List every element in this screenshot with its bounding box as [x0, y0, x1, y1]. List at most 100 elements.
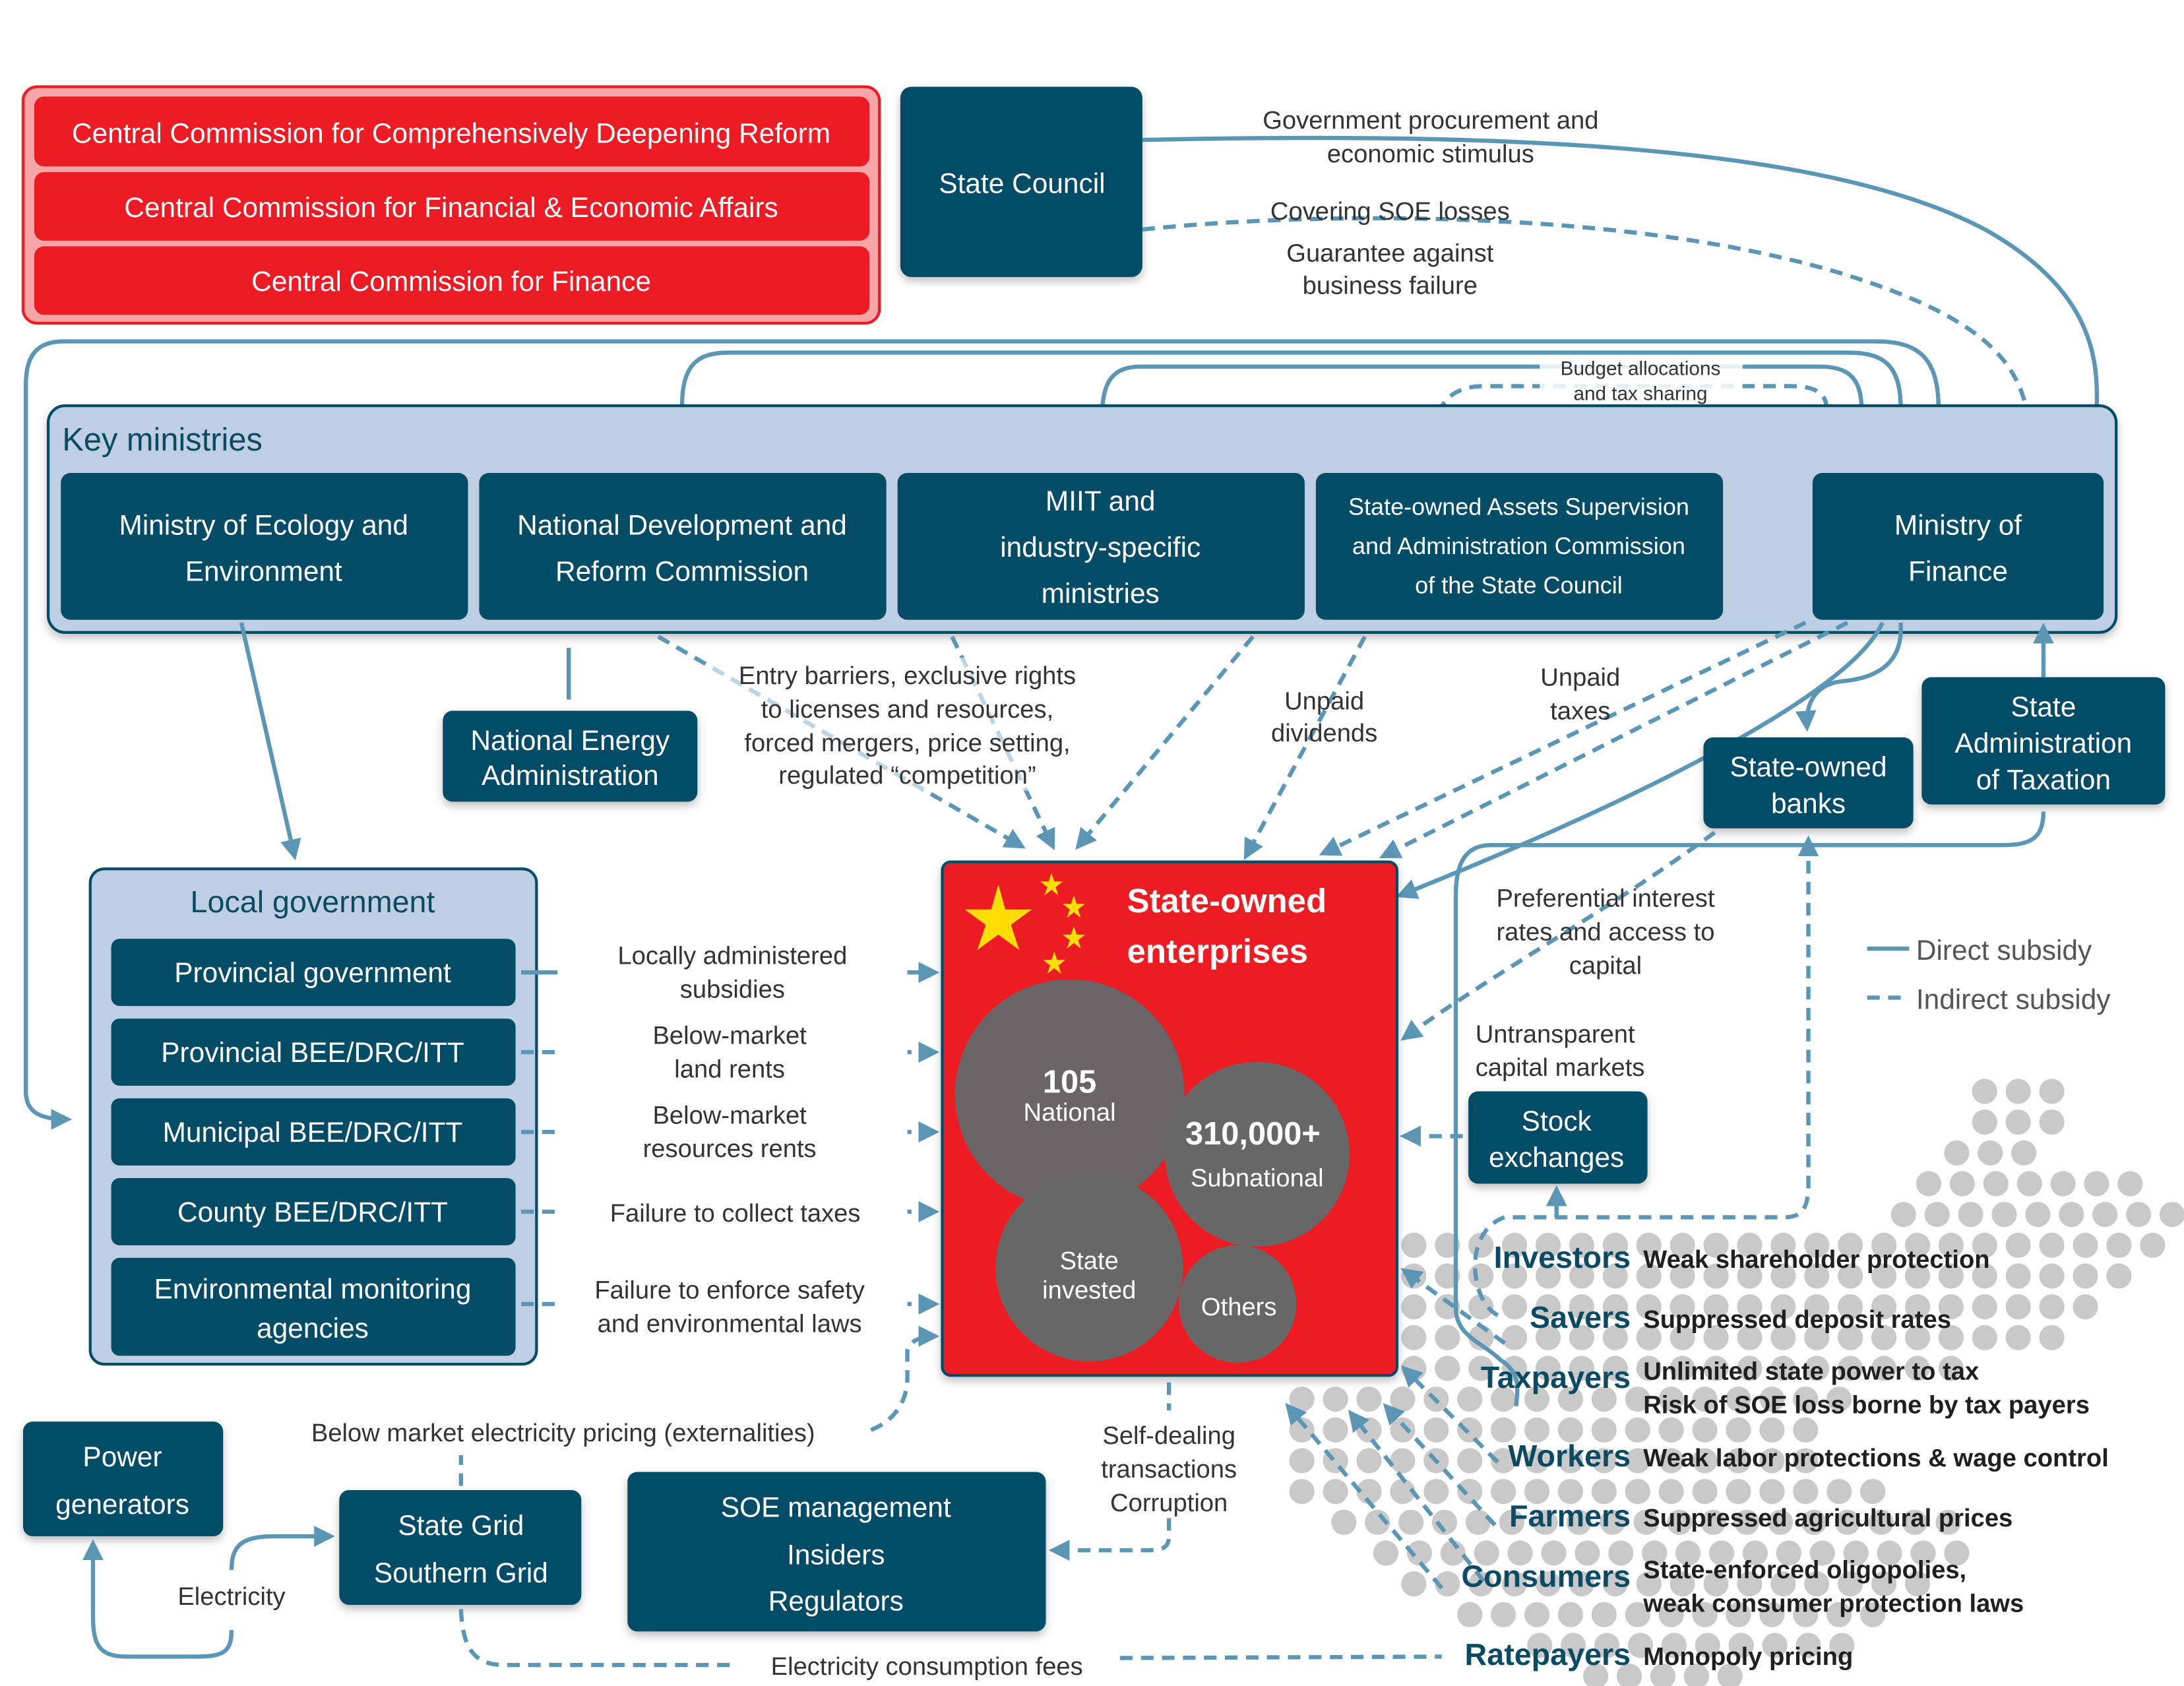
legend-indirect-label: Indirect subsidy	[1916, 984, 2111, 1015]
state-council-box[interactable]: State Council	[900, 86, 1142, 277]
map-dot	[1726, 1602, 1751, 1627]
mof-taxes-arrow-1	[1319, 621, 1807, 856]
map-dot	[2140, 1232, 2166, 1258]
map-dot	[1602, 1294, 1628, 1320]
map-dot	[2106, 1232, 2132, 1258]
map-dot	[1468, 1294, 1494, 1320]
stock-exchanges-box[interactable]: Stock exchanges	[1468, 1091, 1648, 1184]
map-dot	[1692, 1479, 1718, 1505]
map-dot	[1770, 1294, 1796, 1320]
map-dot	[1793, 1417, 1819, 1443]
map-dot	[1658, 1387, 1684, 1412]
ministry-ndrc[interactable]: National Development and Reform Commissi…	[479, 472, 887, 620]
bubble-others[interactable]: Others	[1179, 1245, 1297, 1363]
map-dot	[1978, 1140, 2003, 1166]
map-dot	[1770, 1232, 1796, 1258]
flow-label-background	[557, 1270, 908, 1341]
map-dot	[1390, 1448, 1416, 1474]
bubble-value: 105	[1043, 1065, 1096, 1100]
stakeholder-description: Risk of SOE loss borne by tax payers	[1643, 1390, 2090, 1419]
stakeholder-description: weak consumer protection laws	[1642, 1590, 2024, 1618]
map-dot	[1289, 1387, 1315, 1412]
bubble-label: Subnational	[1191, 1164, 1324, 1193]
soe-title: State-owned	[1127, 882, 1327, 920]
bubble-label: National	[1024, 1098, 1116, 1127]
map-dot	[1793, 1387, 1819, 1412]
map-dot	[1594, 1633, 1620, 1658]
local-government-item[interactable]: Provincial government	[111, 939, 516, 1007]
local-flow-label: Failure to enforce safety	[594, 1276, 865, 1304]
ministry-miit[interactable]: MIIT and industry-specific ministries	[897, 472, 1305, 620]
map-dot	[1401, 1571, 1427, 1597]
state-administration-taxation-box[interactable]: State Administration of Taxation	[1921, 677, 2166, 805]
map-dot	[1323, 1479, 1348, 1505]
local-flow-label: and environmental laws	[598, 1309, 862, 1338]
soe-management-box[interactable]: SOE management Insiders Regulators	[627, 1472, 1046, 1632]
local-government-item[interactable]: Provincial BEE/DRC/ITT	[111, 1018, 516, 1086]
commission-item[interactable]: Central Commission for Financial & Econo…	[34, 172, 870, 241]
ministry-label: industry-specific	[1000, 532, 1201, 563]
bubble-national[interactable]: 105 National	[954, 979, 1185, 1209]
map-dot	[1838, 1356, 1863, 1381]
map-dot	[1535, 1325, 1561, 1350]
taxation-label: of Taxation	[1976, 764, 2111, 795]
map-dot	[2005, 1263, 2031, 1289]
map-dot	[1625, 1448, 1650, 1474]
map-dot	[1871, 1263, 1897, 1289]
map-dot	[1804, 1294, 1830, 1320]
bubble-state-invested[interactable]: State invested	[995, 1173, 1183, 1361]
map-dot	[1972, 1078, 1997, 1104]
bubble-subnational[interactable]: 310,000+ Subnational	[1164, 1061, 1350, 1247]
local-flow-label: Failure to collect taxes	[610, 1199, 861, 1228]
map-dot	[1365, 1509, 1390, 1535]
power-generators-label: Power	[82, 1441, 162, 1472]
map-dot	[1826, 1602, 1852, 1627]
map-dot	[1602, 1356, 1628, 1381]
consumption-fees-line	[458, 1609, 735, 1668]
map-dot	[1457, 1602, 1483, 1627]
map-dot	[1658, 1417, 1684, 1443]
ministry-ecology-environment[interactable]: Ministry of Ecology and Environment	[61, 472, 468, 620]
local-flow-label: Below-market	[652, 1021, 807, 1049]
national-energy-administration-box[interactable]: National Energy Administration	[443, 710, 698, 802]
commission-group: Central Commission for Comprehensively D…	[21, 85, 881, 325]
map-dot	[1826, 1387, 1852, 1412]
procurement-label-2: economic stimulus	[1327, 140, 1534, 168]
ministry-label: Ministry of Ecology and	[119, 509, 408, 540]
power-generators-box[interactable]: Power generators	[22, 1421, 224, 1537]
local-government-item-label: Environmental monitoring	[154, 1273, 472, 1304]
stakeholder-description: Weak shareholder protection	[1643, 1245, 1989, 1274]
untransparent-label: capital markets	[1476, 1053, 1645, 1082]
map-dot	[1683, 1664, 1709, 1686]
state-owned-banks-box[interactable]: State-owned banks	[1703, 737, 1914, 828]
electricity-to-grid-line	[229, 1526, 335, 1570]
map-dot	[1860, 1479, 1886, 1505]
local-flow-label: Below-market	[652, 1101, 807, 1129]
map-dot	[1524, 1602, 1550, 1627]
state-grid-box[interactable]: State Grid Southern Grid	[339, 1490, 582, 1605]
local-government-item[interactable]: Municipal BEE/DRC/ITT	[111, 1098, 516, 1166]
local-government-title: Local government	[191, 885, 435, 919]
map-dot	[1904, 1571, 1931, 1597]
map-dot	[1591, 1448, 1617, 1474]
commission-item[interactable]: Central Commission for Comprehensively D…	[34, 96, 870, 167]
map-dot	[1435, 1571, 1460, 1597]
map-dot	[1726, 1387, 1751, 1412]
ministry-sasac[interactable]: State-owned Assets Supervision and Admin…	[1315, 472, 1724, 620]
map-dot	[1838, 1571, 1863, 1597]
stakeholder-name: Workers	[1508, 1439, 1631, 1473]
map-dot	[2050, 1171, 2076, 1197]
ministry-finance[interactable]: Ministry of Finance	[1812, 472, 2104, 620]
map-dot	[1703, 1356, 1729, 1381]
map-dot	[1726, 1417, 1751, 1443]
map-dot	[1602, 1232, 1628, 1258]
preferential-label: Preferential interest	[1496, 885, 1714, 913]
soe-title: enterprises	[1127, 932, 1308, 970]
commission-item[interactable]: Central Commission for Finance	[34, 246, 870, 315]
bubble-label: Others	[1201, 1293, 1277, 1321]
map-dot	[1658, 1448, 1684, 1474]
map-dot	[1703, 1294, 1729, 1320]
local-government-item[interactable]: County BEE/DRC/ITT	[111, 1178, 516, 1245]
